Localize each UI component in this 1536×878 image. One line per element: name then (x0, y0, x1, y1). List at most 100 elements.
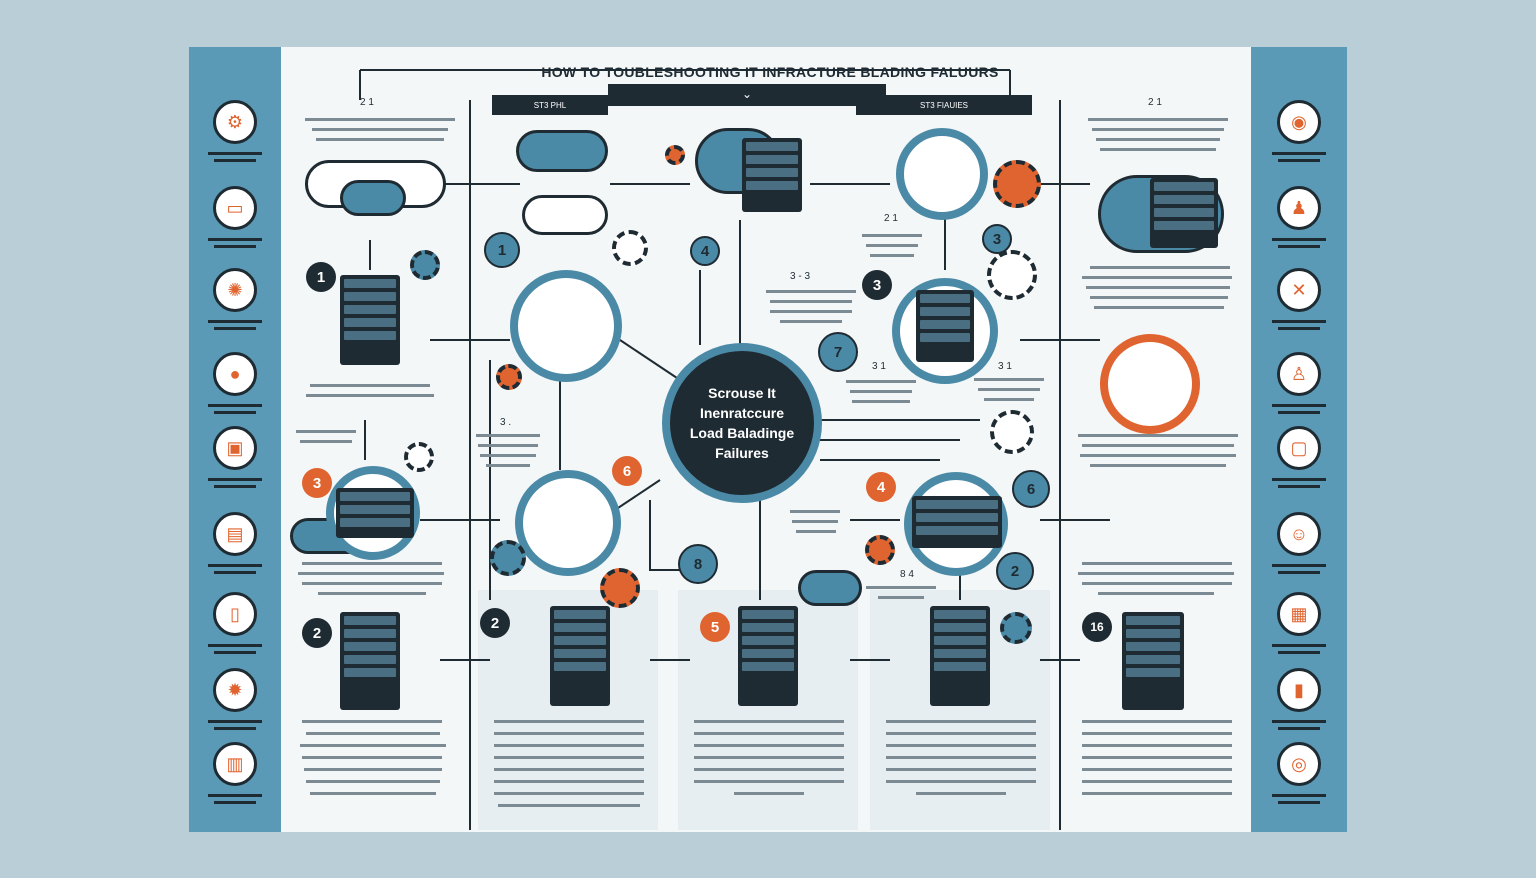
target-icon: ◉ (1277, 100, 1321, 144)
cloud-icon (798, 570, 862, 606)
step-badge: 16 (1082, 612, 1112, 642)
side-panel-item: ▥ (189, 742, 281, 811)
side-panel-item: ◎ (1253, 742, 1345, 811)
server-rack-icon (742, 138, 802, 212)
step-badge: 3 (302, 468, 332, 498)
step-badge: 6 (612, 456, 642, 486)
side-panel-item: ▭ (189, 186, 281, 255)
gear-icon: ⚙ (213, 100, 257, 144)
step-badge: 1 (306, 262, 336, 292)
side-panel-item: ◉ (1253, 100, 1345, 169)
alert-icon: ● (213, 352, 257, 396)
tablet-icon: ▮ (1277, 668, 1321, 712)
center-line-3: Load Baladinge (689, 425, 795, 441)
side-panel-item: ☺ (1253, 512, 1345, 581)
network-ring-icon (1100, 334, 1200, 434)
device-icon: ▢ (1277, 426, 1321, 470)
step-badge: 6 (1012, 470, 1050, 508)
step-label: 3 . (500, 417, 512, 428)
network-icon: ✺ (213, 268, 257, 312)
step-badge: 2 (996, 552, 1034, 590)
server-rack-icon (1122, 612, 1184, 710)
side-panel-caption (189, 562, 281, 581)
step-badge: 4 (690, 236, 720, 266)
side-panel-caption (1253, 402, 1345, 421)
side-panel-item: ▣ (189, 426, 281, 495)
step-label: 3 - 3 (790, 271, 811, 282)
gear-icon (490, 540, 526, 576)
side-panel-caption (1253, 318, 1345, 337)
central-topic-hub: Scrouse It Inenratccure Load Baladinge F… (662, 343, 822, 503)
side-panel-caption (1253, 718, 1345, 737)
server-rack-icon (336, 488, 414, 538)
server-rack-icon (550, 606, 610, 706)
side-panel-item: ● (189, 352, 281, 421)
step-badge: 2 (302, 618, 332, 648)
side-panel-caption (189, 318, 281, 337)
side-panel-caption (1253, 562, 1345, 581)
person-icon-glyph: ♟ (1290, 198, 1308, 218)
side-panel-caption (189, 150, 281, 169)
gear-icon (987, 250, 1037, 300)
step-badge: 4 (866, 472, 896, 502)
target-ring-icon (515, 470, 621, 576)
step-label: 3 1 (872, 361, 886, 372)
center-line-2: Inenratccure (699, 405, 785, 421)
gear-icon (993, 160, 1041, 208)
server-rack-icon (738, 606, 798, 706)
gear-icon (600, 568, 640, 608)
close-icon: ✕ (1277, 268, 1321, 312)
settings-icon: ✹ (213, 668, 257, 712)
side-panel-item: ▦ (1253, 592, 1345, 661)
phone-icon: ▯ (213, 592, 257, 636)
chart-icon: ▥ (213, 742, 257, 786)
cart-icon-glyph: ▦ (1290, 604, 1308, 624)
database-ring-icon (896, 128, 988, 220)
side-panel-item: ✹ (189, 668, 281, 737)
side-panel-item: ✺ (189, 268, 281, 337)
page-title: HOW TO TOUBLESHOOTING IT INFRACTURE BLAD… (541, 64, 999, 80)
side-panel-caption (189, 402, 281, 421)
network-icon-glyph: ✺ (227, 280, 243, 300)
server-icon: ▤ (213, 512, 257, 556)
user-icon: ♙ (1277, 352, 1321, 396)
side-panel-item: ✕ (1253, 268, 1345, 337)
chart-icon-glyph: ▥ (226, 754, 244, 774)
server-rack-icon (1150, 178, 1218, 248)
side-panel-caption (1253, 150, 1345, 169)
magnifier-ring-icon (510, 270, 622, 382)
step-badge: 8 (678, 544, 718, 584)
step-badge: 5 (700, 612, 730, 642)
center-line-1: Scrouse It (708, 385, 776, 401)
side-panel-item: ▤ (189, 512, 281, 581)
phone-icon-glyph: ▯ (230, 604, 240, 624)
server-rack-icon (916, 290, 974, 362)
side-panel-item: ♙ (1253, 352, 1345, 421)
center-line-4: Failures (715, 445, 769, 461)
monitor-icon-glyph: ▣ (226, 438, 244, 458)
gear-icon (1000, 612, 1032, 644)
step-label: 8 4 (900, 569, 914, 580)
side-panel-item: ▢ (1253, 426, 1345, 495)
tablet-icon-glyph: ▮ (1294, 680, 1304, 700)
side-panel-caption (1253, 792, 1345, 811)
step-label: 2 1 (884, 213, 898, 224)
side-panel-item: ▮ (1253, 668, 1345, 737)
cart-icon: ▦ (1277, 592, 1321, 636)
monitor-icon: ▣ (213, 426, 257, 470)
side-panel-caption (1253, 642, 1345, 661)
cloud-icon (522, 195, 608, 235)
settings-icon-glyph: ✹ (227, 680, 243, 700)
user-icon-glyph: ♙ (1290, 364, 1308, 384)
side-panel-caption (189, 476, 281, 495)
server-rack-icon (340, 612, 400, 710)
ribbon-left: ST3 PHL (492, 95, 608, 115)
headset-icon: ◎ (1277, 742, 1321, 786)
team-icon-glyph: ☺ (1289, 524, 1309, 544)
gear-icon (612, 230, 648, 266)
alert-icon-glyph: ● (229, 364, 241, 384)
step-badge: 7 (818, 332, 858, 372)
laptop-icon: ▭ (213, 186, 257, 230)
